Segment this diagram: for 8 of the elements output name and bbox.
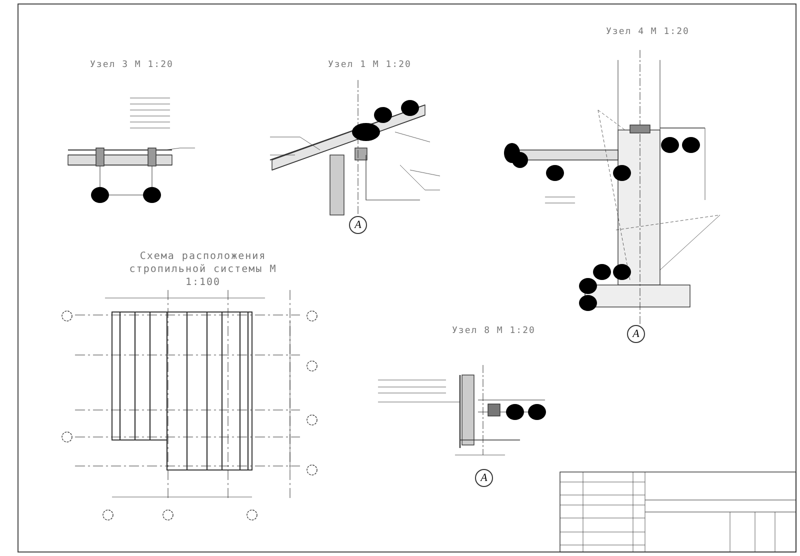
detail-heading: Узел 8 М 1:20 (452, 326, 536, 336)
axis-bubble: А (475, 469, 493, 487)
drawing-title: Схема расположения стропильной системы М 1:100 (128, 250, 278, 289)
axis-bubble: А (349, 216, 367, 234)
axis-bubble: А (627, 325, 645, 343)
detail-heading: Узел 1 М 1:20 (328, 60, 412, 70)
detail-heading: Узел 4 М 1:20 (606, 27, 690, 37)
detail-heading: Узел 3 М 1:20 (90, 60, 174, 70)
